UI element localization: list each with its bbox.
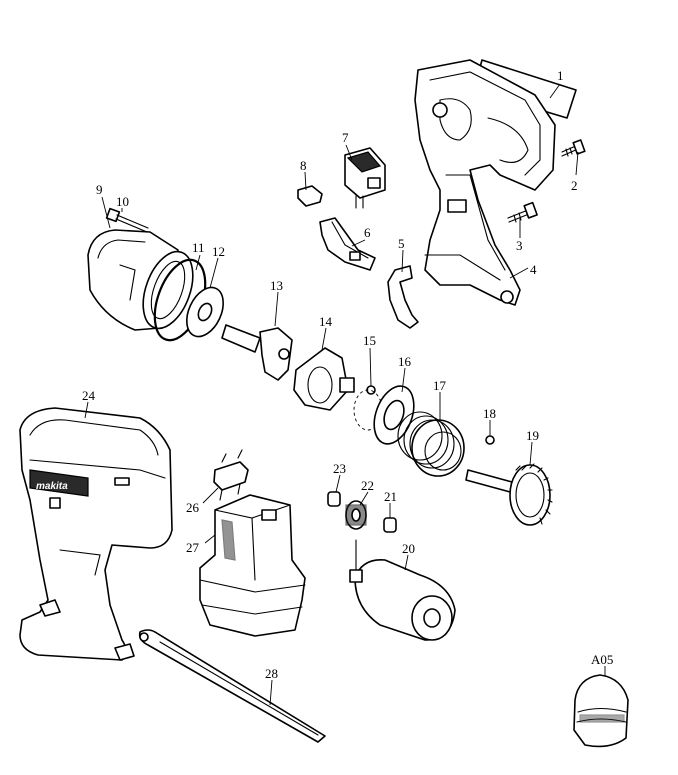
housing-logo: makita: [36, 481, 68, 492]
callout-22: 22: [361, 478, 374, 493]
part-21-bushing: [383, 517, 397, 533]
callout-13: 13: [270, 278, 283, 293]
part-23-bushing: [327, 491, 341, 507]
part-5-spring-clip: [387, 265, 419, 329]
part-13-spindle: [221, 324, 293, 381]
part-2-screw: [561, 139, 586, 157]
callout-24: 24: [82, 388, 96, 403]
part-6-bracket: [319, 217, 376, 271]
callout-1: 1: [557, 68, 564, 83]
callout-14: 14: [319, 314, 333, 329]
part-4-housing-half: [414, 59, 556, 306]
callout-2: 2: [571, 178, 578, 193]
part-9-gear-housing: [87, 229, 194, 331]
part-24-housing-left: makita: [19, 407, 173, 661]
part-a05-belt-loop: [573, 674, 629, 748]
callout-28: 28: [265, 666, 278, 681]
callout-18: 18: [483, 406, 496, 421]
callout-5: 5: [398, 236, 405, 251]
callout-17: 17: [433, 378, 447, 393]
part-22-pinion-gear: [345, 500, 367, 530]
part-28-strap: [138, 629, 326, 743]
callout-9: 9: [96, 182, 103, 197]
part-27-battery: [199, 494, 306, 637]
callout-3: 3: [516, 238, 523, 253]
part-3-screw: [507, 201, 538, 223]
callout-12: 12: [212, 244, 225, 259]
part-16-washer: [373, 385, 415, 445]
part-20-motor: [349, 539, 456, 641]
callout-10: 10: [116, 194, 129, 209]
part-17-spring: [397, 411, 465, 477]
part-26-terminal: [213, 449, 249, 501]
callout-7: 7: [342, 130, 349, 145]
callout-16: 16: [398, 354, 412, 369]
callout-a05: A05: [591, 652, 613, 667]
part-10-screw: [105, 207, 149, 233]
callout-27: 27: [186, 540, 200, 555]
part-8-contact: [297, 185, 323, 207]
callout-labels: 1 2 3 4 5 6 7 8 9 10 11 12 13 14 15 16 1…: [82, 68, 613, 681]
callout-26: 26: [186, 500, 200, 515]
part-18-steel-ball: [485, 435, 495, 445]
leader-lines: [84, 83, 606, 706]
callout-4: 4: [530, 262, 537, 277]
part-14-carrier: [293, 347, 355, 411]
callout-15: 15: [363, 333, 376, 348]
part-19-gear-shaft: [465, 463, 553, 526]
callout-11: 11: [192, 240, 205, 255]
callout-6: 6: [364, 225, 371, 240]
callout-8: 8: [300, 158, 307, 173]
callout-19: 19: [526, 428, 539, 443]
part-12-washer: [186, 286, 224, 338]
callout-23: 23: [333, 461, 346, 476]
callout-20: 20: [402, 541, 415, 556]
callout-21: 21: [384, 489, 397, 504]
part-7-switch: [344, 147, 386, 209]
